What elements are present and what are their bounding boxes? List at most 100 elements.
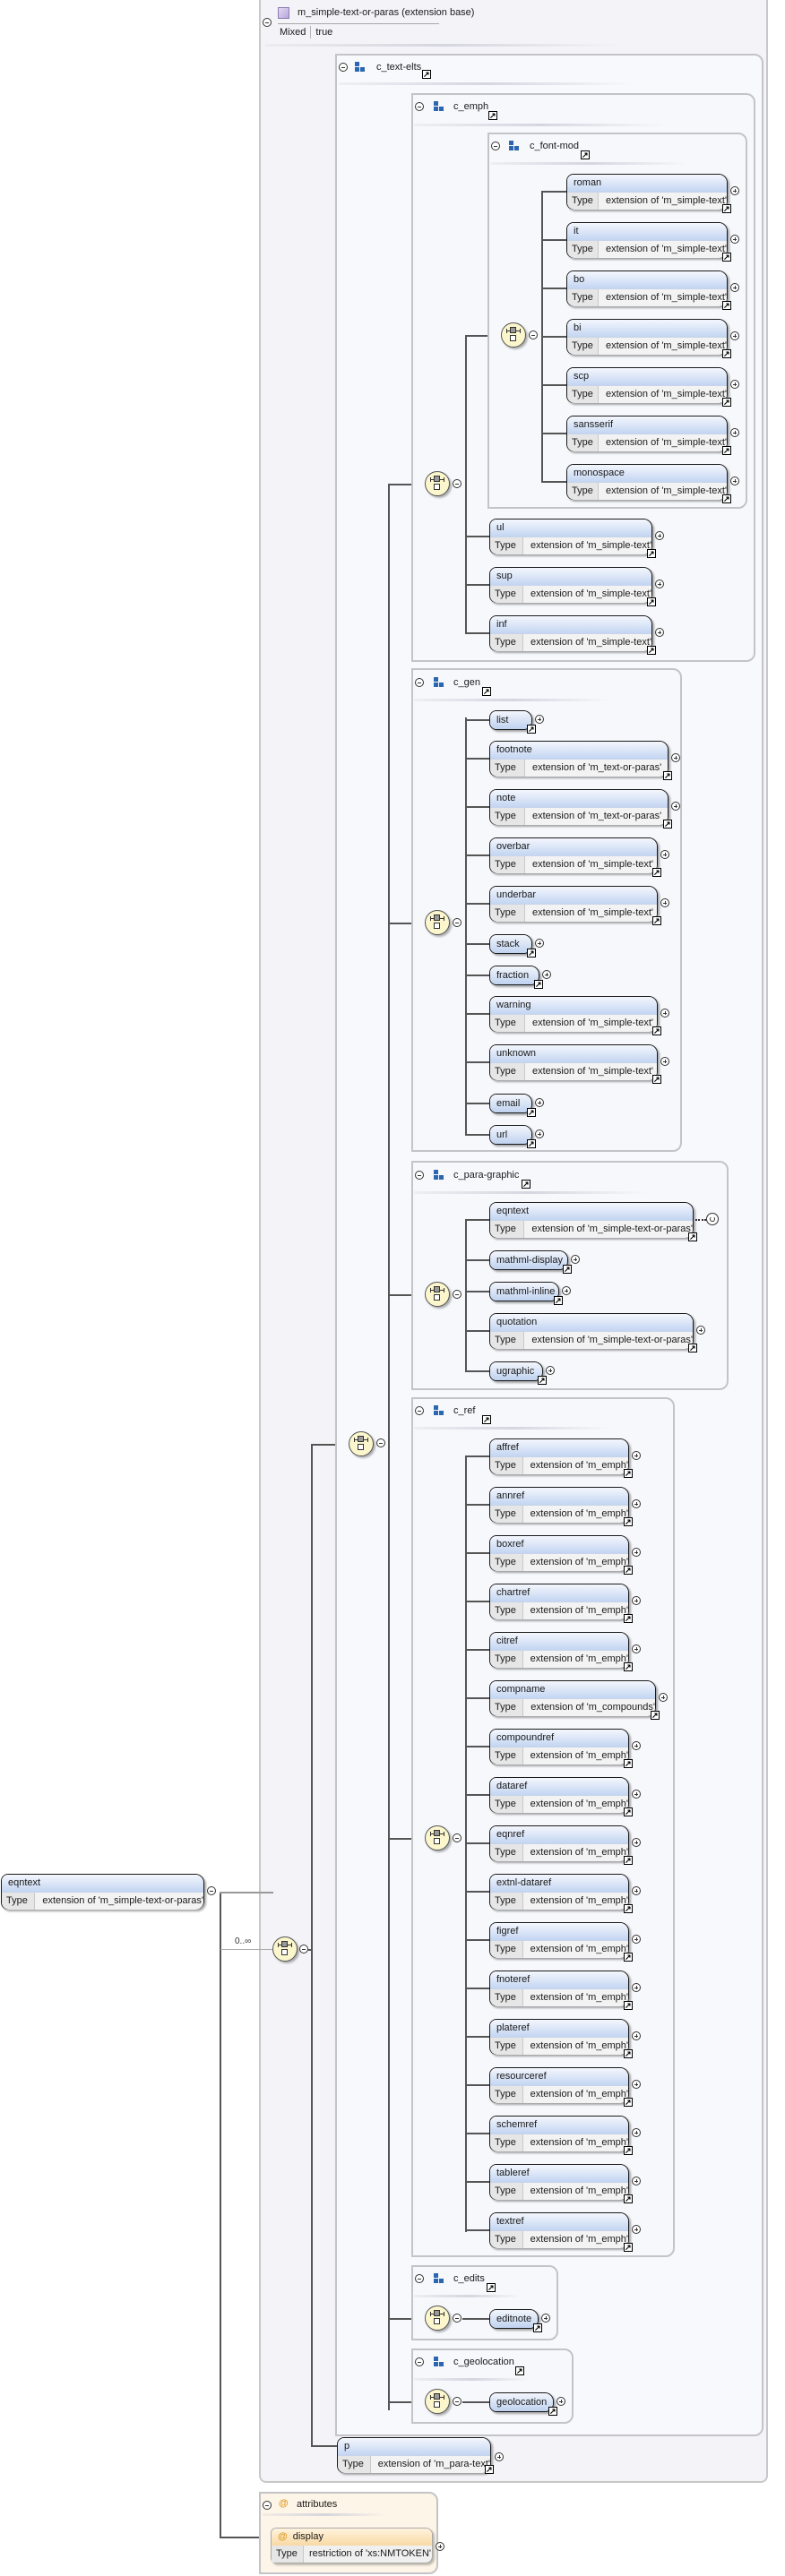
reference-link-icon[interactable]	[548, 2405, 557, 2417]
collapse-compositor-button[interactable]	[453, 2314, 462, 2323]
expand-button[interactable]	[632, 1790, 641, 1799]
element-editnote[interactable]: editnote	[489, 2309, 539, 2329]
expand-button[interactable]	[632, 1499, 641, 1508]
expand-button[interactable]	[632, 1596, 641, 1605]
reference-link-icon[interactable]	[652, 1025, 661, 1037]
expand-button[interactable]	[535, 1129, 544, 1138]
collapse-compositor-button[interactable]	[453, 918, 462, 927]
reference-link-icon[interactable]	[533, 2322, 542, 2334]
reference-link-icon[interactable]	[422, 68, 431, 81]
expand-button[interactable]	[436, 2542, 444, 2551]
expand-button[interactable]	[571, 1255, 580, 1264]
reference-link-icon[interactable]	[722, 202, 731, 215]
reference-link-icon[interactable]	[624, 1902, 633, 1915]
reference-link-icon[interactable]	[563, 1263, 572, 1275]
reference-link-icon[interactable]	[663, 769, 672, 782]
collapse-extension-button[interactable]	[263, 18, 272, 27]
reference-link-icon[interactable]	[722, 396, 731, 408]
reference-link-icon[interactable]	[527, 1138, 536, 1150]
reference-link-icon[interactable]	[651, 1709, 660, 1722]
expand-button[interactable]	[632, 1935, 641, 1944]
element-mathml-inline[interactable]: mathml-inline	[489, 1282, 559, 1301]
reference-link-icon[interactable]	[527, 723, 536, 735]
expand-button[interactable]	[730, 428, 739, 437]
expand-button[interactable]	[730, 186, 739, 195]
expand-button[interactable]	[632, 2080, 641, 2089]
collapse-group-button[interactable]	[339, 63, 348, 72]
expand-button[interactable]	[730, 380, 739, 389]
reference-link-icon[interactable]	[624, 2193, 633, 2205]
expand-button[interactable]	[730, 235, 739, 244]
expand-button[interactable]	[730, 331, 739, 340]
reference-link-icon[interactable]	[647, 644, 656, 657]
expand-button[interactable]	[562, 1286, 571, 1295]
expand-button[interactable]	[632, 1644, 641, 1653]
collapse-group-button[interactable]	[415, 1171, 424, 1180]
reference-link-icon[interactable]	[488, 109, 497, 122]
expand-button[interactable]	[632, 1983, 641, 1992]
expand-button[interactable]	[535, 939, 544, 948]
reference-link-icon[interactable]	[624, 2096, 633, 2108]
reference-link-icon[interactable]	[722, 348, 731, 360]
collapse-group-button[interactable]	[415, 678, 424, 687]
expand-button[interactable]	[632, 1548, 641, 1557]
reference-link-icon[interactable]	[624, 1516, 633, 1528]
reference-link-icon[interactable]	[722, 251, 731, 263]
reference-link-icon[interactable]	[624, 1757, 633, 1770]
expand-button[interactable]	[696, 1326, 705, 1335]
element-stack[interactable]: stack	[489, 934, 532, 954]
expand-button[interactable]	[541, 2314, 550, 2323]
reference-link-icon[interactable]	[538, 1374, 547, 1387]
reference-link-icon[interactable]	[624, 2241, 633, 2254]
expand-button[interactable]	[632, 1451, 641, 1460]
expand-button[interactable]	[632, 2031, 641, 2040]
reference-link-icon[interactable]	[688, 1231, 697, 1243]
collapse-compositor-button[interactable]	[453, 1290, 462, 1299]
expand-button[interactable]	[495, 2452, 504, 2461]
element-list[interactable]: list	[489, 710, 532, 730]
reference-link-icon[interactable]	[652, 866, 661, 879]
reference-link-icon[interactable]	[482, 1413, 491, 1426]
expand-button[interactable]	[535, 715, 544, 724]
reference-link-icon[interactable]	[624, 1564, 633, 1576]
element-email[interactable]: email	[489, 1094, 532, 1113]
expand-button[interactable]	[556, 2397, 565, 2406]
collapse-root-button[interactable]	[207, 1886, 216, 1895]
expand-button[interactable]	[632, 2225, 641, 2234]
collapse-compositor-button[interactable]	[453, 2397, 462, 2406]
collapse-group-button[interactable]	[415, 2274, 424, 2283]
reference-link-icon[interactable]	[581, 149, 590, 161]
reference-link-icon[interactable]	[652, 914, 661, 927]
expand-button[interactable]	[632, 1886, 641, 1895]
expand-button[interactable]	[730, 477, 739, 485]
expand-button[interactable]	[655, 628, 664, 637]
element-geolocation[interactable]: geolocation	[489, 2392, 554, 2412]
element-url[interactable]: url	[489, 1125, 532, 1145]
